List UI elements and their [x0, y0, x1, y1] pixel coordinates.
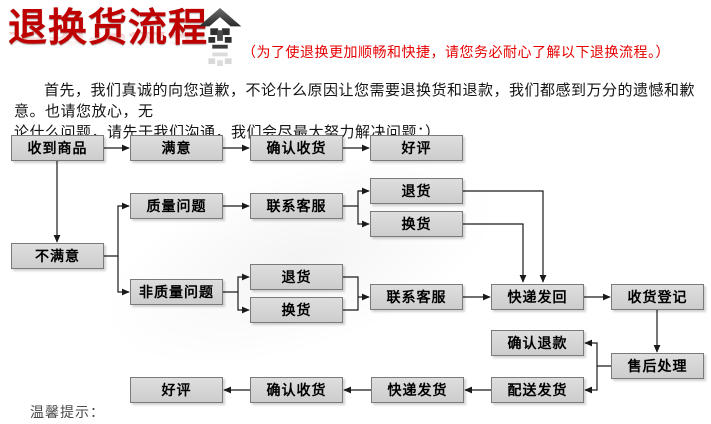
flow-edge — [463, 223, 527, 283]
flow-edge — [343, 276, 370, 301]
flow-node-express-shipment: 快递发货 — [371, 377, 464, 403]
house-logo-icon — [198, 8, 242, 66]
flow-node-exchange-goods-1: 换货 — [370, 211, 463, 237]
flow-edge — [584, 366, 598, 394]
flow-node-contact-service-1: 联系客服 — [250, 193, 343, 219]
flow-edge — [584, 339, 611, 367]
flow-edge — [463, 190, 547, 283]
warm-tip-label: 温馨提示： — [30, 404, 105, 420]
flow-node-good-review-bottom: 好评 — [130, 377, 223, 403]
flow-node-non-quality-issue: 非质量问题 — [130, 279, 223, 305]
flow-edge — [343, 297, 359, 311]
flow-edge — [104, 202, 130, 257]
intro-line-1: 首先，我们真诚的向您道歉，不论什么原因让您需要退换货和退款，我们都感到万分的遗憾… — [14, 82, 696, 120]
flow-edge — [117, 256, 130, 296]
flow-node-quality-issue: 质量问题 — [130, 193, 223, 219]
flow-node-exchange-goods-2: 换货 — [250, 297, 343, 323]
flow-node-contact-service-2: 联系客服 — [370, 284, 463, 310]
flow-node-receipt-register: 收货登记 — [611, 284, 704, 310]
flow-node-return-goods-2: 退货 — [250, 264, 343, 290]
flow-node-received-goods: 收到商品 — [11, 135, 104, 161]
flow-node-after-sales-processing: 售后处理 — [611, 353, 704, 379]
flow-edge — [237, 292, 250, 314]
flow-node-confirm-receipt-bottom: 确认收货 — [250, 377, 343, 403]
flow-node-return-goods-1: 退货 — [370, 178, 463, 204]
flow-node-express-send-back: 快递发回 — [491, 284, 584, 310]
subtitle-note: （为了使退换更加顺畅和快捷，请您务必耐心了解以下退换流程。） — [242, 44, 670, 60]
flow-node-confirm-refund: 确认退款 — [491, 330, 584, 356]
flow-edge — [357, 206, 370, 228]
flow-node-confirm-receipt-top: 确认收货 — [250, 135, 343, 161]
flow-edge — [343, 187, 370, 207]
flow-node-satisfied: 满意 — [130, 135, 223, 161]
page-title: 退换货流程 — [8, 7, 209, 50]
flow-node-unsatisfied: 不满意 — [11, 243, 104, 269]
flow-edge — [223, 273, 250, 293]
flow-node-good-review-top: 好评 — [370, 135, 463, 161]
flow-node-dispatch-shipment: 配送发货 — [491, 377, 584, 403]
